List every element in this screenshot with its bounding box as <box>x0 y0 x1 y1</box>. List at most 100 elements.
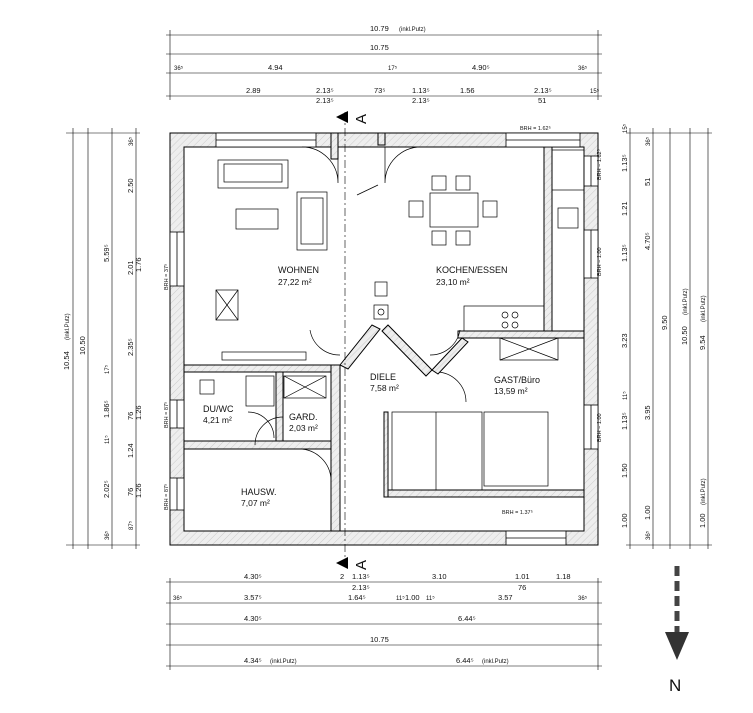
svg-text:36⁵: 36⁵ <box>104 530 111 540</box>
dims-left <box>66 128 140 549</box>
svg-text:9.50: 9.50 <box>660 315 669 330</box>
svg-text:1.13⁵: 1.13⁵ <box>620 412 629 430</box>
svg-text:10.79: 10.79 <box>370 24 389 33</box>
walls <box>169 132 599 546</box>
svg-text:BRH = 87⁵: BRH = 87⁵ <box>163 402 170 428</box>
dims-top <box>166 30 602 100</box>
svg-text:1.00: 1.00 <box>620 513 629 528</box>
svg-text:1.76: 1.76 <box>134 257 143 272</box>
svg-text:1.18: 1.18 <box>556 572 571 581</box>
svg-text:3.23: 3.23 <box>620 333 629 348</box>
room-labels: WOHNEN 27,22 m² KOCHEN/ESSEN 23,10 m² DI… <box>203 265 540 508</box>
svg-text:1.00: 1.00 <box>643 505 652 520</box>
svg-text:36⁵: 36⁵ <box>578 65 588 72</box>
svg-text:76: 76 <box>518 583 526 592</box>
svg-text:1.26: 1.26 <box>134 405 143 420</box>
svg-text:1.01: 1.01 <box>515 572 530 581</box>
svg-text:11⁵: 11⁵ <box>426 595 435 602</box>
svg-text:3.57⁵: 3.57⁵ <box>244 593 262 602</box>
svg-text:1.21: 1.21 <box>620 201 629 216</box>
svg-text:1.64⁵: 1.64⁵ <box>348 593 366 602</box>
svg-text:BRH = 1.62⁵: BRH = 1.62⁵ <box>596 149 603 180</box>
svg-text:2.13⁵: 2.13⁵ <box>316 86 334 95</box>
svg-text:11⁵: 11⁵ <box>104 435 111 444</box>
svg-text:51: 51 <box>538 96 546 105</box>
dims-bottom <box>166 578 602 670</box>
svg-text:36⁵: 36⁵ <box>645 136 652 146</box>
room-diele-area: 7,58 m² <box>370 383 399 393</box>
svg-text:3.10: 3.10 <box>432 572 447 581</box>
svg-text:BRH = 1.00: BRH = 1.00 <box>597 413 603 442</box>
svg-text:4.30⁵: 4.30⁵ <box>244 572 262 581</box>
svg-text:(inkl.Putz): (inkl.Putz) <box>65 313 71 340</box>
doors <box>247 146 467 481</box>
svg-text:2: 2 <box>340 572 344 581</box>
room-gast-area: 13,59 m² <box>494 386 528 396</box>
room-wohnen-name: WOHNEN <box>278 265 319 275</box>
svg-text:2.02⁵: 2.02⁵ <box>102 480 111 498</box>
svg-text:87⁵: 87⁵ <box>128 520 135 530</box>
svg-text:1.13⁵: 1.13⁵ <box>352 572 370 581</box>
section-marker-bottom: A <box>336 557 370 570</box>
svg-text:6.44⁵: 6.44⁵ <box>456 656 474 665</box>
svg-text:1.13⁵: 1.13⁵ <box>412 86 430 95</box>
dims-right-text: 1.13⁵ 1.21 1.13⁵ 3.23 1.13⁵ 1.50 1.00 15… <box>620 123 707 540</box>
svg-text:17⁵: 17⁵ <box>104 364 111 374</box>
furniture <box>199 149 585 491</box>
svg-text:76: 76 <box>126 412 135 420</box>
svg-text:2.35⁵: 2.35⁵ <box>126 338 135 356</box>
svg-text:1.50: 1.50 <box>620 463 629 478</box>
room-kochen-name: KOCHEN/ESSEN <box>436 265 508 275</box>
svg-text:4.70⁵: 4.70⁵ <box>643 232 652 250</box>
north-label: N <box>669 676 681 695</box>
svg-text:15⁵: 15⁵ <box>590 88 600 95</box>
windows <box>169 132 599 546</box>
svg-text:(inkl.Putz): (inkl.Putz) <box>399 27 426 33</box>
svg-text:36⁵: 36⁵ <box>645 530 652 540</box>
dims-right <box>626 128 712 549</box>
svg-text:2.89: 2.89 <box>246 86 261 95</box>
svg-text:1.00: 1.00 <box>405 593 420 602</box>
svg-text:4.90⁵: 4.90⁵ <box>472 63 490 72</box>
svg-text:(inkl.Putz): (inkl.Putz) <box>701 478 707 505</box>
room-gard-name: GARD. <box>289 412 318 422</box>
svg-text:73⁵: 73⁵ <box>374 86 385 95</box>
room-kochen-area: 23,10 m² <box>436 277 470 287</box>
svg-text:2.13⁵: 2.13⁵ <box>352 583 370 592</box>
svg-text:A: A <box>353 560 370 570</box>
brh-labels: BRH = 1.62⁵ BRH = 1.37⁵ BRH = 1.62⁵ BRH … <box>163 125 603 516</box>
svg-text:3.57: 3.57 <box>498 593 513 602</box>
svg-text:2.50: 2.50 <box>126 178 135 193</box>
svg-text:1.00: 1.00 <box>698 513 707 528</box>
svg-text:4.30⁵: 4.30⁵ <box>244 614 262 623</box>
svg-text:17⁵: 17⁵ <box>388 65 398 72</box>
svg-text:BRH = 37⁵: BRH = 37⁵ <box>163 264 170 290</box>
svg-text:11⁵: 11⁵ <box>396 595 405 602</box>
svg-text:BRH = 1.37⁵: BRH = 1.37⁵ <box>502 509 533 516</box>
svg-text:(inkl.Putz): (inkl.Putz) <box>701 295 707 322</box>
svg-text:3.95: 3.95 <box>643 405 652 420</box>
svg-text:2.13⁵: 2.13⁵ <box>534 86 552 95</box>
room-wohnen-area: 27,22 m² <box>278 277 312 287</box>
svg-text:(inkl.Putz): (inkl.Putz) <box>270 659 297 665</box>
svg-text:(inkl.Putz): (inkl.Putz) <box>683 288 689 315</box>
svg-text:2.01: 2.01 <box>126 260 135 275</box>
room-gast-name: GAST/Büro <box>494 375 540 385</box>
svg-text:36⁵: 36⁵ <box>173 595 183 602</box>
svg-text:1.56: 1.56 <box>460 86 475 95</box>
svg-text:10.75: 10.75 <box>370 635 389 644</box>
svg-text:36⁵: 36⁵ <box>174 65 184 72</box>
svg-text:(inkl.Putz): (inkl.Putz) <box>482 659 509 665</box>
svg-text:76: 76 <box>126 488 135 496</box>
svg-text:1.24: 1.24 <box>126 443 135 458</box>
svg-text:1.13⁵: 1.13⁵ <box>620 244 629 262</box>
svg-text:36⁵: 36⁵ <box>128 136 135 146</box>
svg-text:10.50: 10.50 <box>680 326 689 345</box>
dims-top-text: 10.79 (inkl.Putz) 10.75 36⁵ 4.94 17⁵ 4.9… <box>174 24 600 105</box>
svg-text:6.44⁵: 6.44⁵ <box>458 614 476 623</box>
room-diele-name: DIELE <box>370 372 396 382</box>
room-duwc-area: 4,21 m² <box>203 415 232 425</box>
north-arrow: N <box>665 566 689 695</box>
svg-text:10.54: 10.54 <box>62 351 71 370</box>
